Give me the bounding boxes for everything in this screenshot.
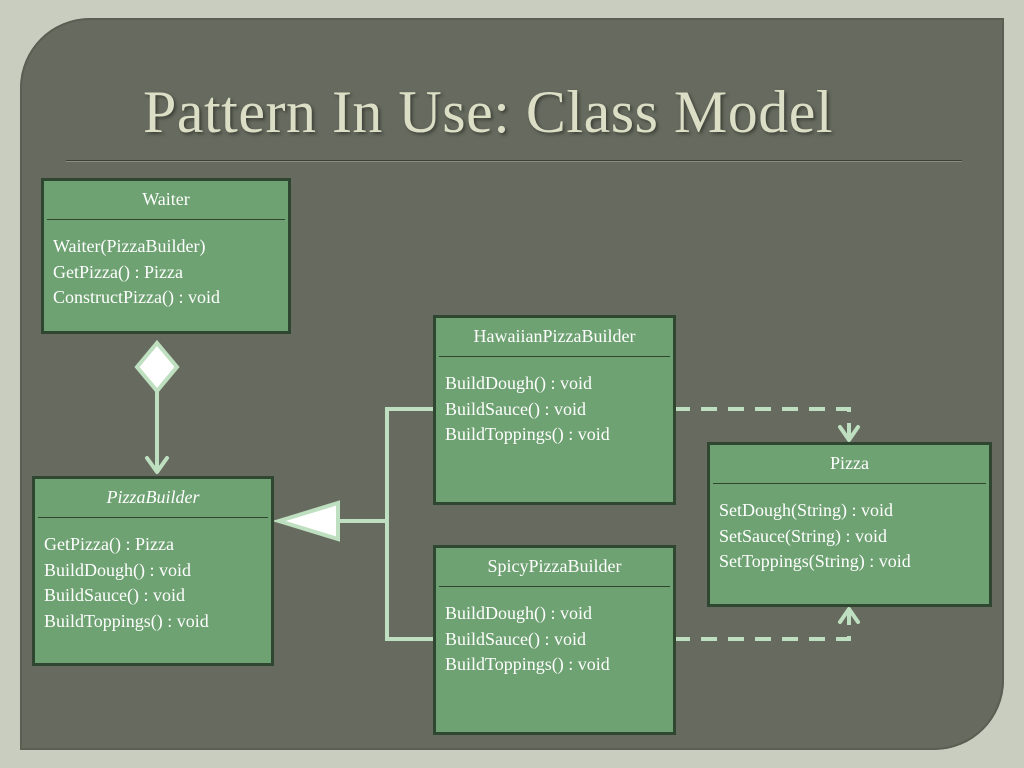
class-member: ConstructPizza() : void — [53, 287, 220, 307]
generalization-triangle — [272, 500, 340, 542]
class-member: SetToppings(String) : void — [719, 551, 911, 571]
class-name: Pizza — [713, 445, 986, 484]
class-name: PizzaBuilder — [38, 479, 268, 518]
dependency-spicy-pizza — [674, 607, 860, 641]
class-members: BuildDough() : void BuildSauce() : void … — [436, 587, 673, 678]
class-member: BuildSauce() : void — [445, 628, 586, 649]
class-name: HawaiianPizzaBuilder — [439, 318, 670, 357]
title-divider — [66, 160, 962, 162]
class-member: BuildDough() : void — [44, 559, 191, 580]
class-hawaiianpizzabuilder[interactable]: HawaiianPizzaBuilder BuildDough() : void… — [433, 315, 676, 505]
class-member: SetSauce(String) : void — [719, 525, 887, 546]
class-pizza[interactable]: Pizza SetDough(String) : void SetSauce(S… — [707, 442, 992, 607]
aggregation-diamond — [134, 339, 180, 395]
class-member: GetPizza() : Pizza — [53, 261, 183, 282]
class-waiter[interactable]: Waiter Waiter(PizzaBuilder) GetPizza() :… — [41, 178, 291, 334]
class-members: SetDough(String) : void SetSauce(String)… — [710, 484, 989, 575]
class-members: GetPizza() : Pizza BuildDough() : void B… — [35, 518, 271, 634]
class-member: BuildSauce() : void — [445, 398, 586, 419]
class-member: GetPizza() : Pizza — [44, 534, 174, 554]
aggregation-waiter-pizzabuilder — [134, 339, 180, 474]
class-member: BuildToppings() : void — [44, 610, 209, 631]
class-member: BuildToppings() : void — [445, 654, 610, 674]
class-member: BuildDough() : void — [445, 373, 592, 393]
class-pizzabuilder[interactable]: PizzaBuilder GetPizza() : Pizza BuildDou… — [32, 476, 274, 666]
class-name: Waiter — [47, 181, 285, 220]
generalization-builders-pizzabuilder — [272, 407, 436, 641]
class-member: SetDough(String) : void — [719, 500, 893, 520]
slide-title: Pattern In Use: Class Model — [143, 79, 834, 145]
class-member: BuildDough() : void — [445, 603, 592, 623]
class-spicypizzabuilder[interactable]: SpicyPizzaBuilder BuildDough() : void Bu… — [433, 545, 676, 735]
class-members: BuildDough() : void BuildSauce() : void … — [436, 357, 673, 448]
dependency-hawaiian-pizza — [674, 407, 860, 442]
class-member: BuildSauce() : void — [44, 585, 185, 605]
class-name: SpicyPizzaBuilder — [439, 548, 670, 587]
class-member: BuildToppings() : void — [445, 424, 610, 444]
class-member: Waiter(PizzaBuilder) — [53, 236, 206, 256]
class-members: Waiter(PizzaBuilder) GetPizza() : Pizza … — [44, 220, 288, 311]
